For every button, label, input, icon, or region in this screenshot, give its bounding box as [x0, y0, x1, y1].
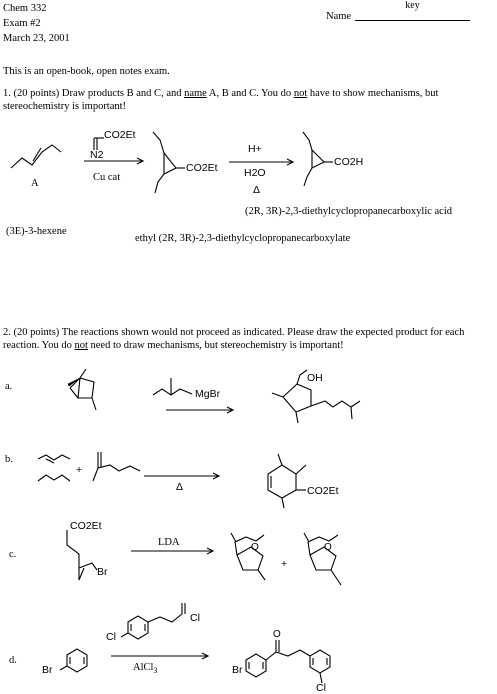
- name-product-b: ethyl (2R, 3R)-2,3-diethylcyclopropaneca…: [135, 233, 351, 244]
- cyclohexene-product: [267, 464, 297, 499]
- hexadiene: [37, 454, 71, 461]
- reagent-acid: H+: [248, 143, 262, 155]
- plus-b: +: [76, 464, 83, 476]
- product-d-carbonyl-o: O: [273, 629, 281, 640]
- cyclopentane-2: [309, 546, 337, 571]
- acyl-aryl-cl: Cl: [106, 631, 116, 643]
- product-c-acid: CO2H: [334, 156, 364, 168]
- part-c-co2et: CO2Et: [70, 520, 102, 532]
- question-1-prompt: 1. (20 points) Draw products B and C, an…: [3, 88, 439, 113]
- part-a-label: a.: [5, 381, 13, 392]
- part-d-label: d.: [9, 655, 17, 666]
- product-b-ester: CO2Et: [186, 162, 218, 174]
- heat-symbol: Δ: [253, 184, 261, 196]
- cyclopentane-1: [236, 546, 264, 571]
- acyl-chloride-cl: Cl: [190, 612, 200, 624]
- name-product-c: (2R, 3R)-2,3-diethylcyclopropanecarboxyl…: [245, 206, 453, 217]
- plus-c: +: [281, 558, 288, 570]
- date-label: March 23, 2001: [3, 33, 70, 44]
- reagent-catalyst: Cu cat: [93, 172, 121, 183]
- product-b-co2et: CO2Et: [307, 485, 339, 497]
- name-value[interactable]: key: [405, 0, 420, 11]
- name-compound-a: (3E)-3-hexene: [6, 226, 67, 237]
- question-2-prompt: 2. (20 points) The reactions shown would…: [3, 327, 465, 352]
- bromo-ester: [66, 530, 85, 581]
- product-d-bromoaryl: [245, 653, 267, 678]
- bromobenzene-br: Br: [42, 664, 53, 676]
- product-d-br: Br: [232, 664, 243, 676]
- part-c-label: c.: [9, 549, 17, 560]
- isopentyl-grignard: [152, 388, 193, 396]
- product-a-oh: OH: [307, 372, 323, 384]
- product-c2-carbonyl-o: O: [324, 542, 332, 553]
- reagent-alcl3: AlCl3: [133, 662, 158, 676]
- part-c-br: Br: [97, 566, 108, 578]
- name-line: [355, 20, 470, 21]
- reagent-water: H2O: [244, 167, 266, 179]
- grignard-mgbr: MgBr: [195, 388, 221, 400]
- product-d-cl: Cl: [316, 682, 326, 694]
- hexene-structure: [10, 144, 62, 169]
- product-c1-carbonyl-o: O: [251, 542, 259, 553]
- cyclopropane-c: [311, 148, 325, 169]
- epoxide-ring: [69, 377, 95, 399]
- label-a: A: [31, 178, 39, 189]
- reagent-n2: N2: [90, 149, 104, 161]
- product-a-ring: [282, 383, 312, 413]
- exam-instructions: This is an open-book, open notes exam.: [3, 66, 170, 77]
- course-label: Chem 332: [3, 3, 47, 14]
- reagent-co2et: CO2Et: [104, 129, 136, 141]
- ethyl-crotonate: [92, 464, 141, 482]
- part-b-label: b.: [5, 454, 13, 465]
- name-label: Name: [326, 11, 352, 22]
- cyclopropane-b: [163, 151, 177, 175]
- heat-b: Δ: [176, 481, 184, 493]
- reagent-lda: LDA: [158, 537, 180, 548]
- exam-label: Exam #2: [3, 18, 41, 29]
